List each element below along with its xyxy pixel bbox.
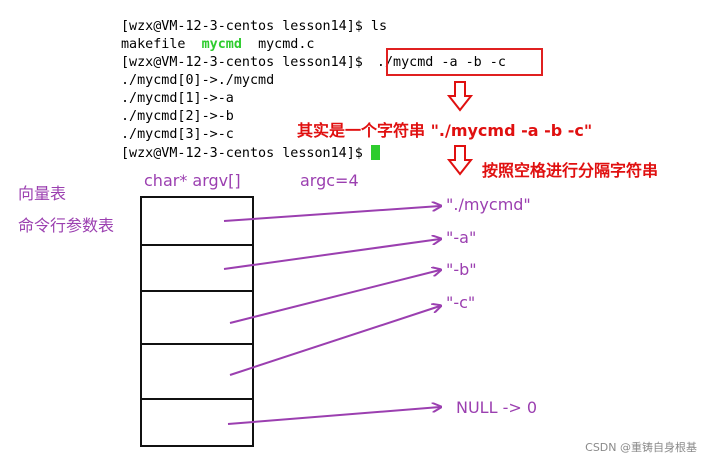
terminal-cursor [370,145,380,160]
output-line-3: ./mycmd[3]->-c [121,127,234,142]
file-makefile: makefile [121,37,186,52]
terminal-command: ./mycmd -a -b -c [376,55,506,70]
label-cmdline-table: 命令行参数表 [18,216,115,235]
pointer-arrow-null [227,407,440,425]
pointer-arrow-2 [229,270,440,324]
down-arrow-1 [446,81,474,112]
string-b: "-b" [446,260,477,279]
note-split-by-space: 按照空格进行分隔字符串 [482,161,659,180]
terminal-line-command: [wzx@VM-12-3-centos lesson14]$ ./mycmd -… [121,55,506,71]
label-argv-decl: char* argv[] [144,171,241,190]
string-null: NULL -> 0 [456,398,538,417]
terminal-prompt-final: [wzx@VM-12-3-centos lesson14]$ [121,146,371,161]
string-c: "-c" [446,293,476,312]
terminal-line-final-prompt: [wzx@VM-12-3-centos lesson14]$ [121,145,380,162]
pointer-arrow-0 [223,206,440,222]
down-arrow-2 [446,145,474,176]
output-line-1: ./mycmd[1]->-a [121,91,234,106]
terminal-line-ls: [wzx@VM-12-3-centos lesson14]$ ls [121,19,388,34]
note-whole-string: 其实是一个字符串 "./mycmd -a -b -c" [297,121,593,140]
watermark: CSDN @重铸自身根基 [585,441,697,454]
string-mycmd: "./mycmd" [446,195,531,214]
label-vector-table: 向量表 [18,184,67,203]
terminal-prompt: [wzx@VM-12-3-centos lesson14]$ [121,55,371,70]
file-mycmd-c: mycmd.c [258,37,315,52]
terminal-ls-output: makefile mycmd mycmd.c [121,37,315,53]
output-line-0: ./mycmd[0]->./mycmd [121,73,275,88]
pointer-arrow-3 [229,306,440,376]
pointer-arrow-1 [223,239,440,270]
output-line-2: ./mycmd[2]->-b [121,109,234,124]
label-argc: argc=4 [300,171,359,190]
file-mycmd-exec: mycmd [201,37,242,52]
command-highlight-box [386,48,543,76]
string-a: "-a" [446,228,477,247]
